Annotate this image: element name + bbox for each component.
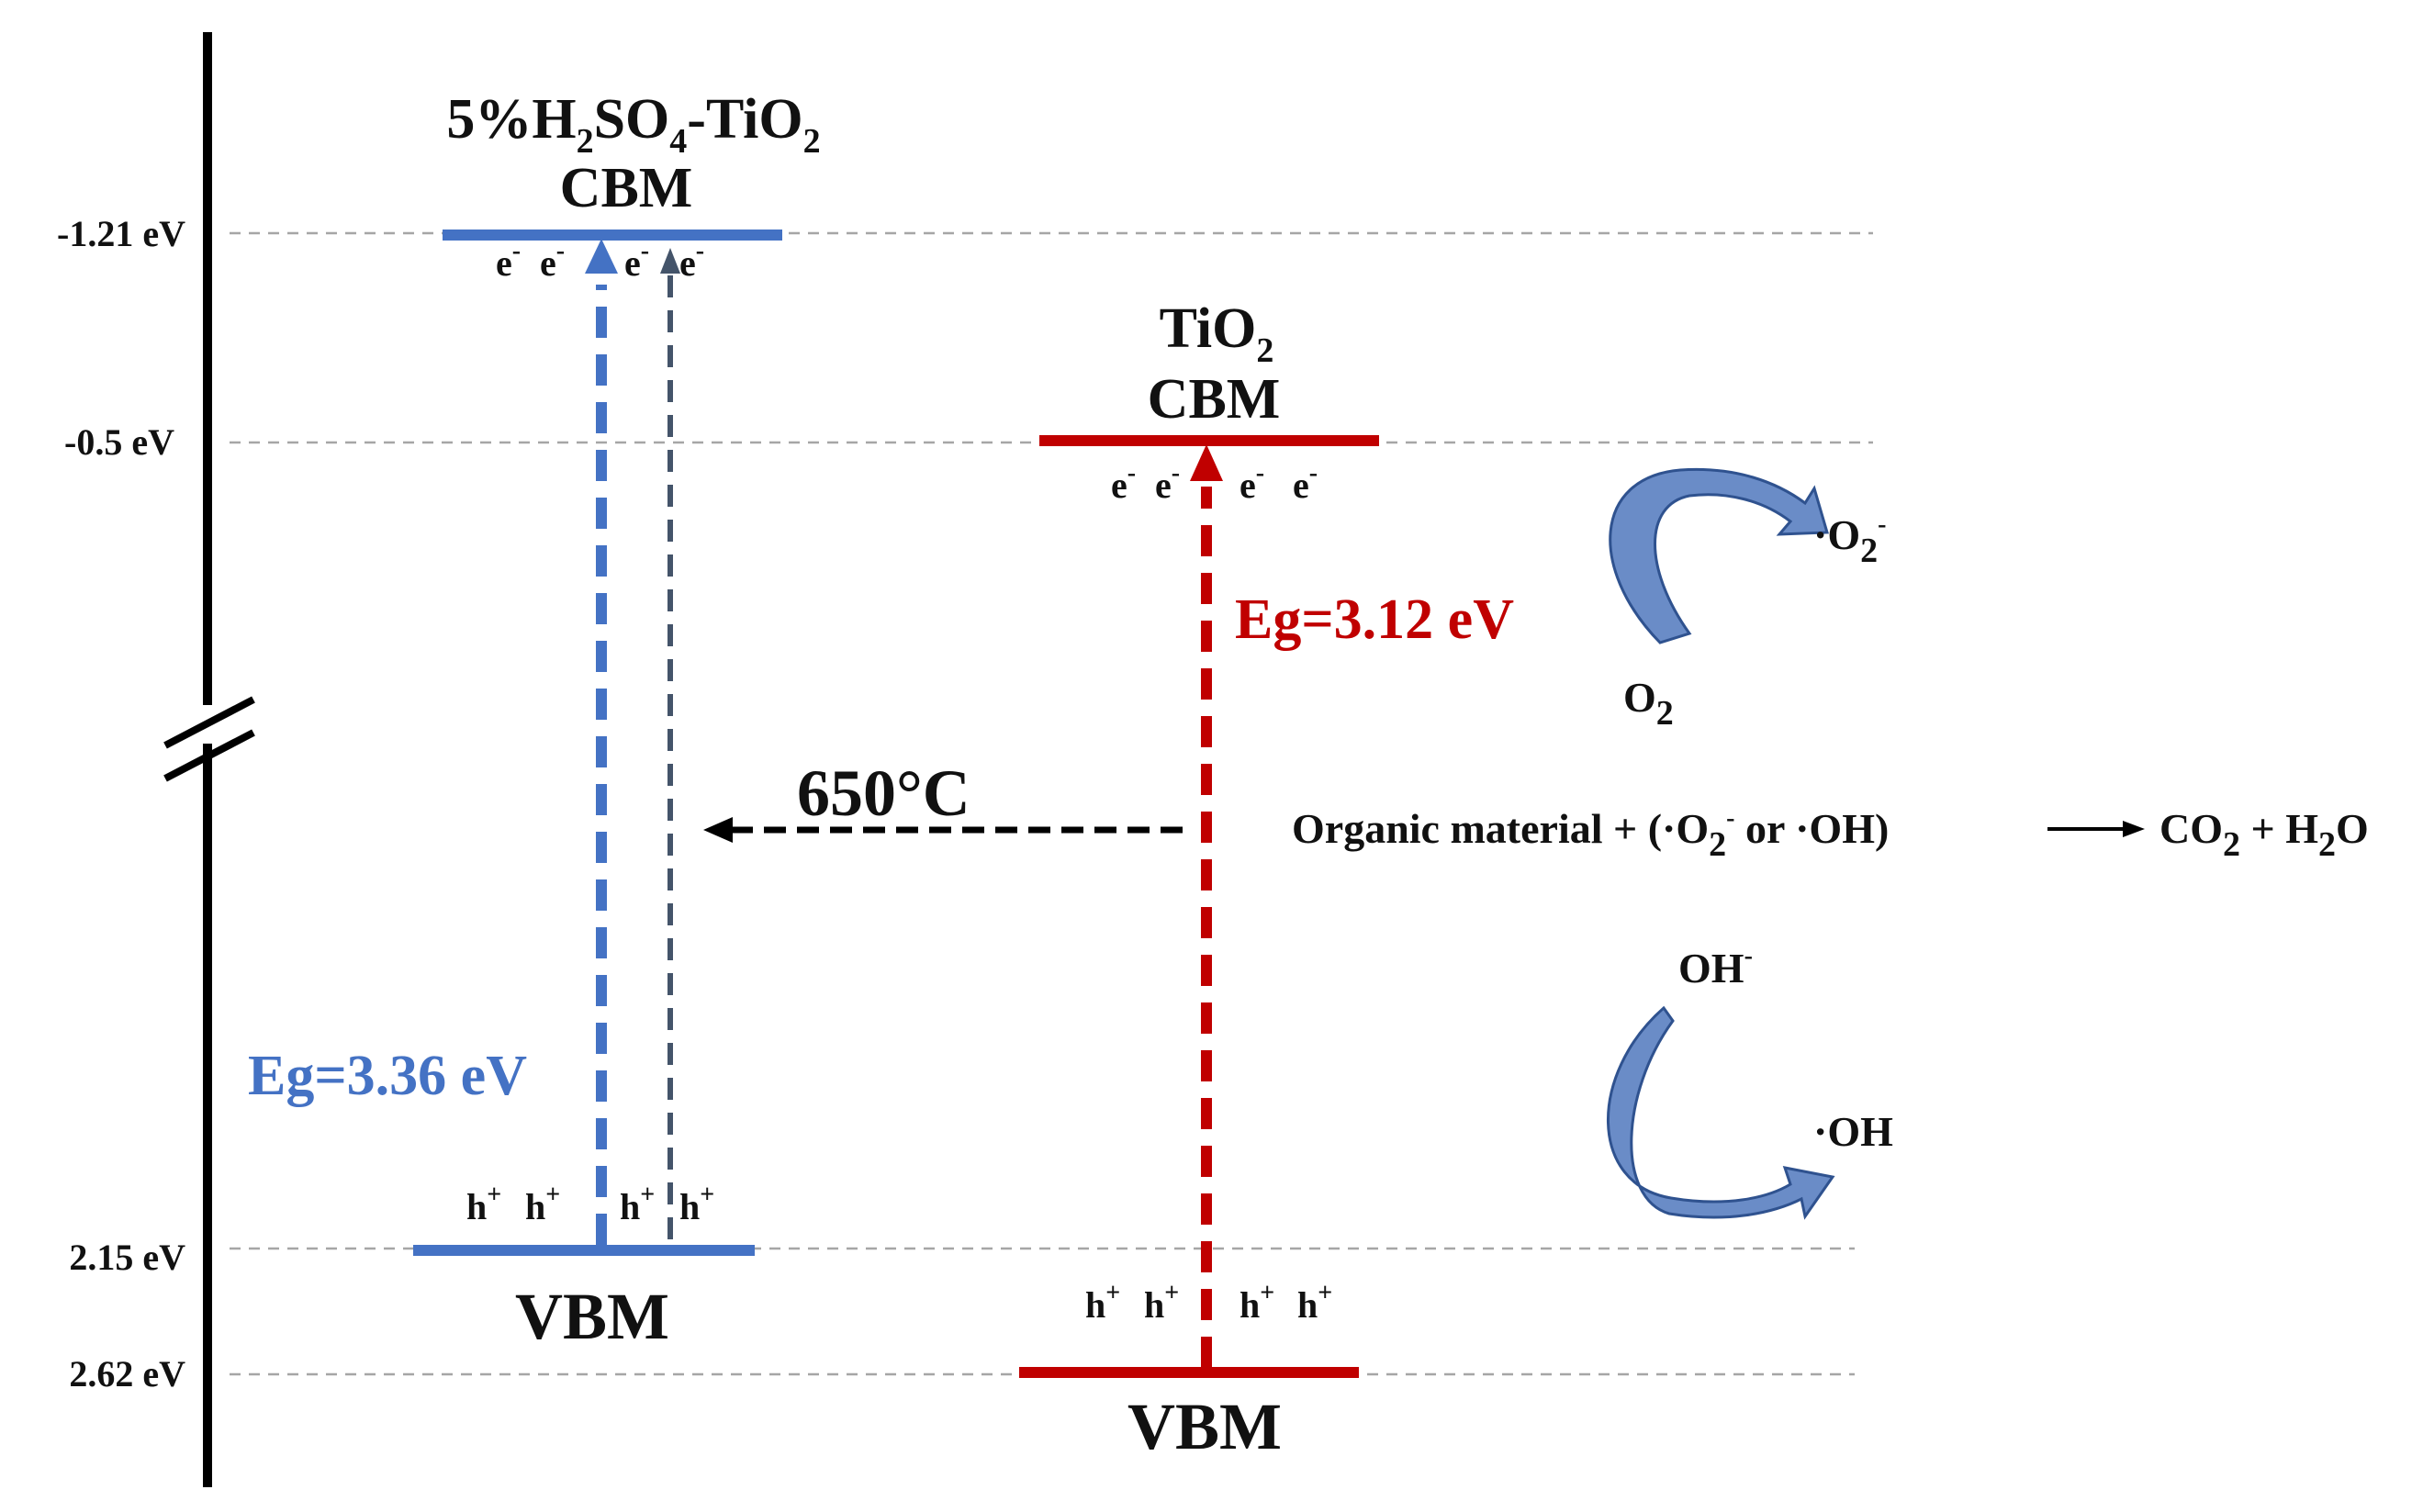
right-vbm-label: VBM <box>1127 1390 1282 1463</box>
axis-break-mark-2 <box>163 729 255 782</box>
left-material: 5%H2SO4-TiO2 CBM e- e- e- e- h+ h+ h+ h+… <box>248 88 821 1353</box>
tick-label: -0.5 eV <box>64 421 174 463</box>
left-holes: h+ h+ h+ h+ <box>466 1181 714 1227</box>
equation-rhs: CO2 + H2O <box>2159 805 2369 864</box>
right-gap-label: Eg=3.12 eV <box>1235 588 1514 651</box>
equation-lhs: Organic material + (·O2- or ·OH) <box>1292 804 1889 864</box>
electron: e- <box>1111 459 1136 506</box>
right-electrons: e- e- e- e- <box>1111 459 1318 506</box>
o2-label: O2 <box>1623 674 1674 733</box>
right-material-name: TiO2 <box>1160 297 1274 370</box>
tick-label: 2.62 eV <box>69 1353 185 1394</box>
tick-label: -1.21 eV <box>57 213 185 254</box>
right-gap-arrowhead <box>1190 444 1223 481</box>
hole: h+ <box>525 1181 560 1227</box>
right-cbm-label: CBM <box>1148 368 1281 431</box>
left-gap-label: Eg=3.36 eV <box>248 1045 527 1107</box>
energy-axis <box>163 32 255 1487</box>
calcination-transition: 650°C <box>703 756 1183 843</box>
axis-tick-labels: -1.21 eV -0.5 eV 2.15 eV 2.62 eV <box>57 213 185 1394</box>
hole: h+ <box>679 1181 714 1227</box>
electron: e- <box>1155 459 1180 506</box>
right-holes: h+ h+ h+ h+ <box>1085 1279 1332 1326</box>
hydroxyl-reaction: OH- ·OH <box>1607 942 1893 1220</box>
hole: h+ <box>466 1181 501 1227</box>
hydroxide-label: OH- <box>1678 942 1753 991</box>
left-secondary-arrowhead <box>660 248 680 274</box>
degradation-equation: Organic material + (·O2- or ·OH) CO2 + H… <box>1292 804 2369 864</box>
electron: e- <box>540 237 565 284</box>
superoxide-reaction: O2 ·O2- <box>1609 467 1886 733</box>
curved-arrow-icon <box>1607 1005 1835 1220</box>
electron: e- <box>496 237 521 284</box>
left-cbm-label: CBM <box>560 157 693 219</box>
electron: e- <box>624 237 649 284</box>
hole: h+ <box>1085 1279 1120 1326</box>
left-material-name: 5%H2SO4-TiO2 <box>446 88 820 161</box>
electron: e- <box>679 237 704 284</box>
equation-arrowhead <box>2123 821 2145 837</box>
hole: h+ <box>1144 1279 1179 1326</box>
right-material: TiO2 CBM e- e- e- e- h+ h+ h+ h+ Eg=3.12… <box>1019 297 1514 1463</box>
curved-arrow-icon <box>1609 467 1829 644</box>
transition-label: 650°C <box>797 756 970 830</box>
axis-break-mark-1 <box>163 696 255 749</box>
hole: h+ <box>1297 1279 1332 1326</box>
electron: e- <box>1293 459 1318 506</box>
left-electrons: e- e- e- e- <box>496 237 704 284</box>
tick-label: 2.15 eV <box>69 1237 185 1278</box>
hydroxyl-label: ·OH <box>1813 1108 1893 1155</box>
transition-arrowhead <box>703 817 733 843</box>
hole: h+ <box>620 1181 655 1227</box>
left-vbm-label: VBM <box>515 1280 669 1353</box>
left-gap-arrowhead <box>585 239 618 274</box>
electron: e- <box>1240 459 1264 506</box>
hole: h+ <box>1240 1279 1274 1326</box>
superoxide-label: ·O2- <box>1813 510 1886 570</box>
